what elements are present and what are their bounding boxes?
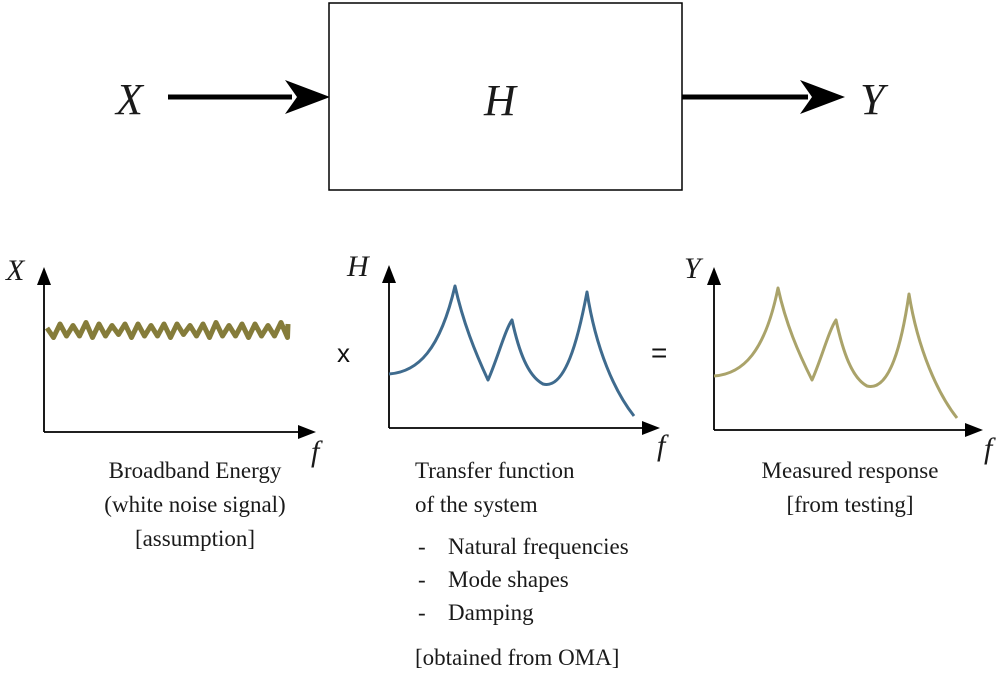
transfer-caption-line-1: Transfer function [415, 458, 575, 483]
input-x-axis-arrow [298, 425, 316, 439]
input-arrow-head [285, 80, 330, 114]
response-plot: Y f [684, 252, 996, 465]
list-item-label: Mode shapes [448, 567, 569, 592]
list-item: -Natural frequencies [418, 530, 629, 563]
list-item-label: Damping [448, 600, 534, 625]
multiply-operator: x [337, 338, 350, 368]
list-dash: - [418, 534, 426, 559]
input-caption-line-1: Broadband Energy [108, 458, 282, 483]
measured-response-curve [713, 286, 959, 419]
transfer-x-axis-arrow [642, 421, 660, 435]
input-caption: Broadband Energy (white noise signal) [a… [60, 454, 330, 556]
white-noise-curve [44, 320, 291, 340]
input-y-axis-arrow [37, 267, 51, 285]
output-arrow-head [800, 80, 845, 114]
transfer-items-list: -Natural frequencies -Mode shapes -Dampi… [418, 530, 629, 629]
response-x-label: f [984, 432, 996, 465]
transfer-y-axis-arrow [382, 265, 396, 283]
input-caption-line-3: [assumption] [134, 526, 256, 551]
list-dash: - [418, 567, 426, 592]
block-system-label: H [483, 76, 518, 125]
transfer-function-curve [388, 284, 636, 417]
response-caption-line-1: Measured response [761, 458, 939, 483]
block-input-label: X [114, 75, 145, 124]
response-y-label: Y [684, 252, 704, 285]
transfer-caption: Transfer function of the system [415, 454, 574, 522]
block-output-label: Y [860, 75, 889, 124]
input-y-label: X [5, 254, 26, 287]
equals-operator: = [651, 337, 667, 368]
transfer-plot: H f [346, 250, 669, 462]
block-diagram: X H Y [114, 2, 889, 191]
response-caption-line-2: [from testing] [786, 492, 914, 517]
list-item: -Mode shapes [418, 563, 629, 596]
response-y-axis-arrow [707, 267, 721, 285]
response-x-axis-arrow [965, 423, 983, 437]
system-block [328, 2, 683, 191]
transfer-caption-line-2: of the system [415, 492, 538, 517]
input-caption-line-2: (white noise signal) [104, 492, 286, 517]
transfer-note: [obtained from OMA] [415, 645, 620, 670]
list-item: -Damping [418, 596, 629, 629]
response-caption: Measured response [from testing] [715, 454, 985, 522]
transfer-x-label: f [657, 429, 669, 462]
list-item-label: Natural frequencies [448, 534, 629, 559]
transfer-y-label: H [346, 250, 371, 283]
input-plot: X f [5, 254, 323, 468]
list-dash: - [418, 600, 426, 625]
